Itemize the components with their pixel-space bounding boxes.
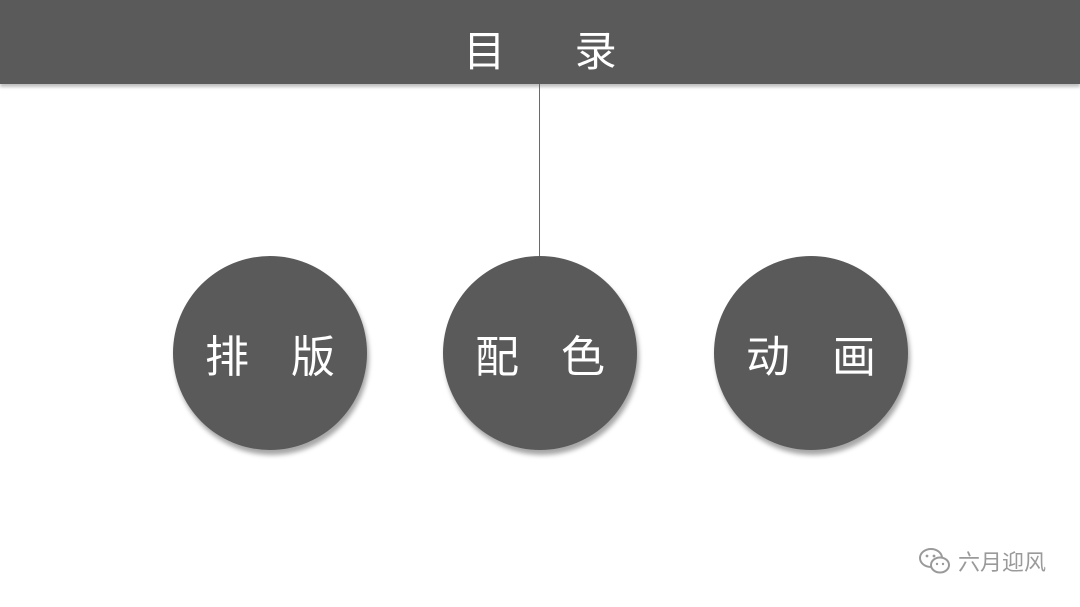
section-label: 动 画 — [746, 332, 890, 383]
header-bar — [0, 0, 1080, 84]
section-label: 配 色 — [475, 332, 619, 383]
section-circle-color[interactable]: 配 色 — [443, 256, 637, 450]
section-circle-animation[interactable]: 动 画 — [714, 256, 908, 450]
watermark: 六月迎风 — [918, 545, 1046, 577]
connector-line — [539, 84, 540, 256]
section-circle-layout[interactable]: 排 版 — [173, 256, 367, 450]
page-title: 目 录 — [463, 27, 645, 76]
wechat-icon — [918, 548, 950, 574]
section-label: 排 版 — [205, 332, 349, 383]
watermark-text: 六月迎风 — [957, 551, 1046, 576]
